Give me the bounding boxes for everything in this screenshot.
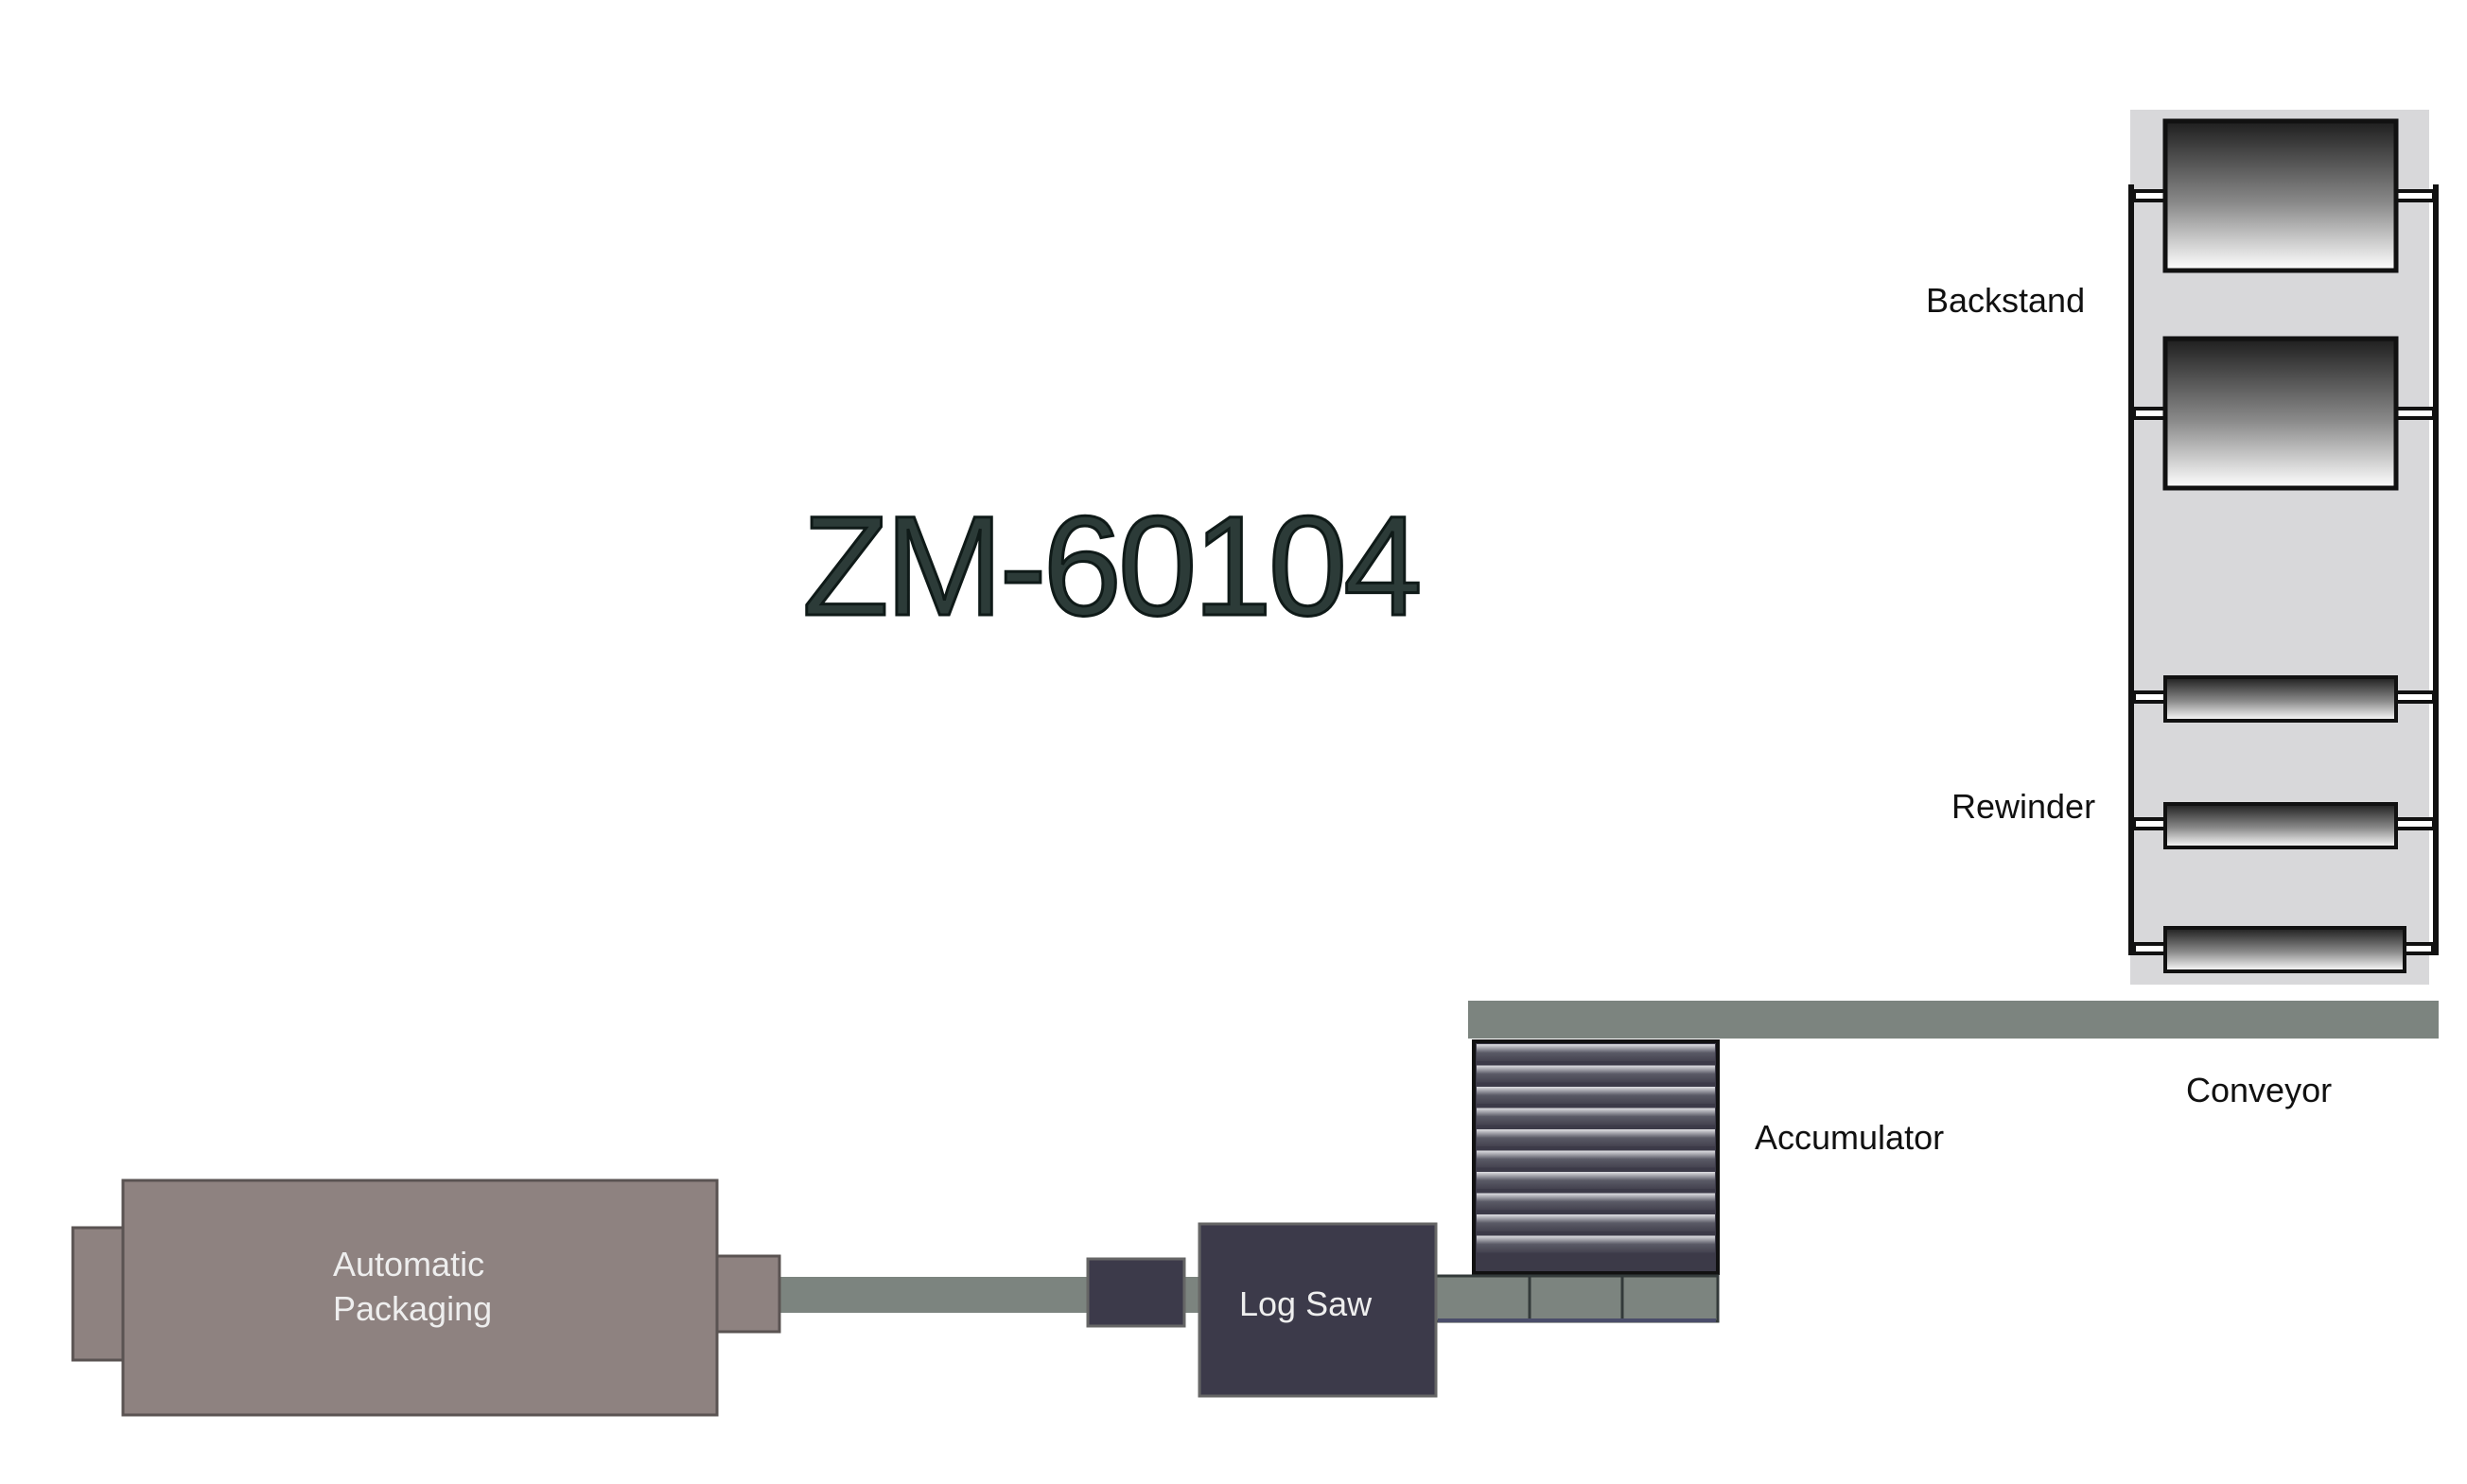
rewinder-roll-3 [2132, 926, 2435, 973]
accumulator-slat [1477, 1087, 1715, 1104]
log-saw-label: Log Saw [1239, 1284, 1373, 1323]
rewinder-label: Rewinder [1951, 787, 2095, 826]
accumulator-slat [1477, 1193, 1715, 1211]
packaging-label-line2: Packaging [333, 1289, 492, 1328]
accumulator-base [1434, 1274, 1720, 1323]
diagram-title: ZM-60104 [802, 486, 1419, 645]
conveyor [1468, 1001, 2439, 1039]
accumulator [1434, 1039, 1720, 1323]
accumulator-slat [1477, 1172, 1715, 1189]
accumulator-slat [1477, 1150, 1715, 1168]
automatic-packaging [71, 1178, 781, 1417]
accumulator-slat [1477, 1129, 1715, 1146]
backstand-rewinder-frame [2128, 110, 2439, 985]
accumulator-slat [1477, 1108, 1715, 1126]
accumulator-slat [1477, 1065, 1715, 1083]
accumulator-slat [1477, 1044, 1715, 1061]
rewinder-roll-2 [2132, 802, 2436, 849]
backstand-roll-2 [2132, 336, 2436, 491]
backstand-roll-1 [2132, 118, 2436, 273]
accumulator-slat [1477, 1235, 1715, 1253]
log-saw [1198, 1222, 1438, 1398]
rewinder-roll-1 [2132, 675, 2436, 723]
accumulator-slats [1477, 1044, 1715, 1253]
accumulator-label: Accumulator [1755, 1118, 1944, 1157]
accumulator-slat [1477, 1214, 1715, 1231]
backstand-label: Backstand [1926, 281, 2085, 320]
conveyor-label: Conveyor [2186, 1071, 2332, 1109]
packaging-label-line1: Automatic [333, 1245, 484, 1283]
transfer-block [1086, 1257, 1186, 1328]
